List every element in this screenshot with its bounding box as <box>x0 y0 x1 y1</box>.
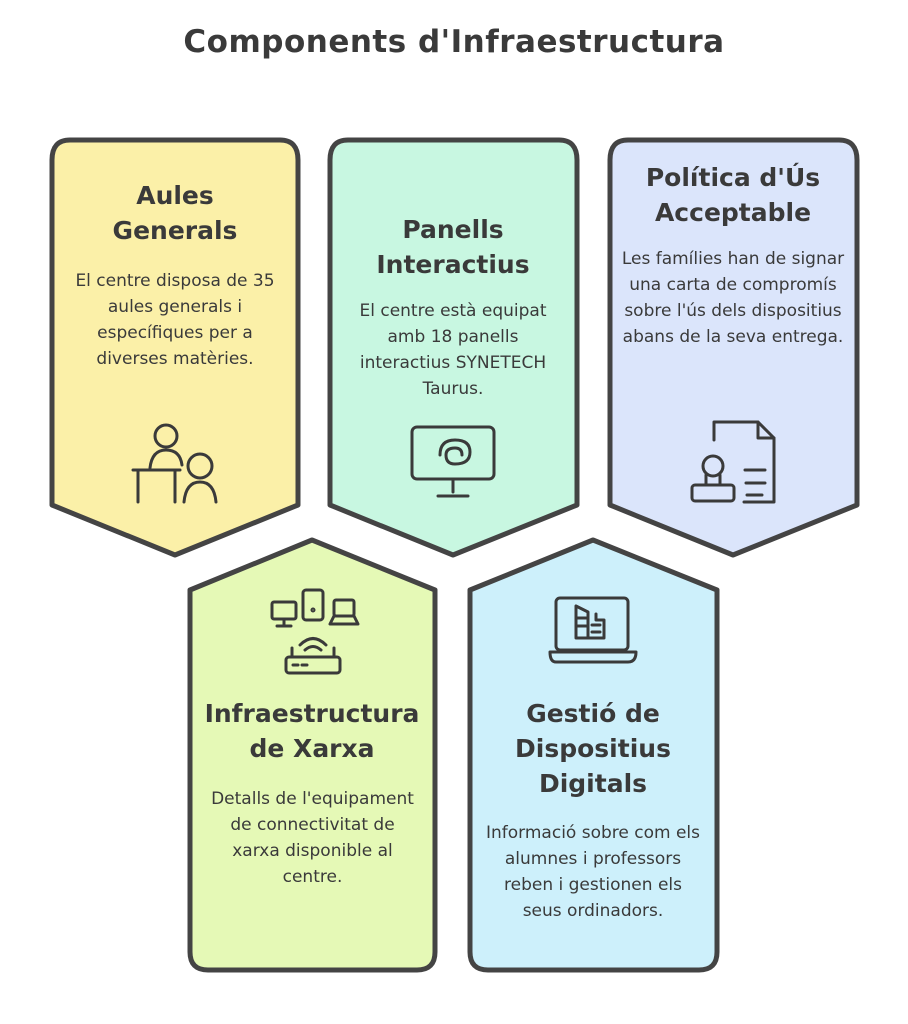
card-body-infraestructura-xarxa: Detalls de l'equipament de connectivitat… <box>211 789 414 887</box>
interactive-panel-icon <box>410 425 496 498</box>
document-stamp-icon <box>690 420 776 504</box>
card-shape-aules <box>49 137 301 558</box>
card-body-panells-interactius: El centre està equipat amb 18 panells in… <box>359 301 547 399</box>
card-title-infraestructura-xarxa: Infraestructura de Xarxa <box>204 699 420 763</box>
card-title-panells-interactius: Panells Interactius <box>376 215 530 279</box>
card-title-aules-generals: Aules Generals <box>112 181 238 245</box>
card-shape-panells <box>327 137 580 558</box>
laptop-management-icon <box>548 596 638 664</box>
teacher-student-icon <box>131 423 218 504</box>
card-body-aules-generals: El centre disposa de 35 aules generals i… <box>75 271 275 369</box>
card-body-politica-us: Les famílies han de signar una carta de … <box>621 249 845 347</box>
network-devices-icon <box>270 588 360 675</box>
card-shape-politica <box>607 137 860 558</box>
card-body-gestio-dispositius: Informació sobre com els alumnes i profe… <box>486 823 700 921</box>
card-title-gestio-dispositius: Gestió de Dispositius Digitals <box>515 699 671 798</box>
page-title: Components d'Infraestructura <box>183 24 725 60</box>
card-shape-xarxa <box>187 537 438 973</box>
card-shape-gestio <box>467 537 720 973</box>
card-title-politica-us: Política d'Ús Acceptable <box>645 163 821 227</box>
